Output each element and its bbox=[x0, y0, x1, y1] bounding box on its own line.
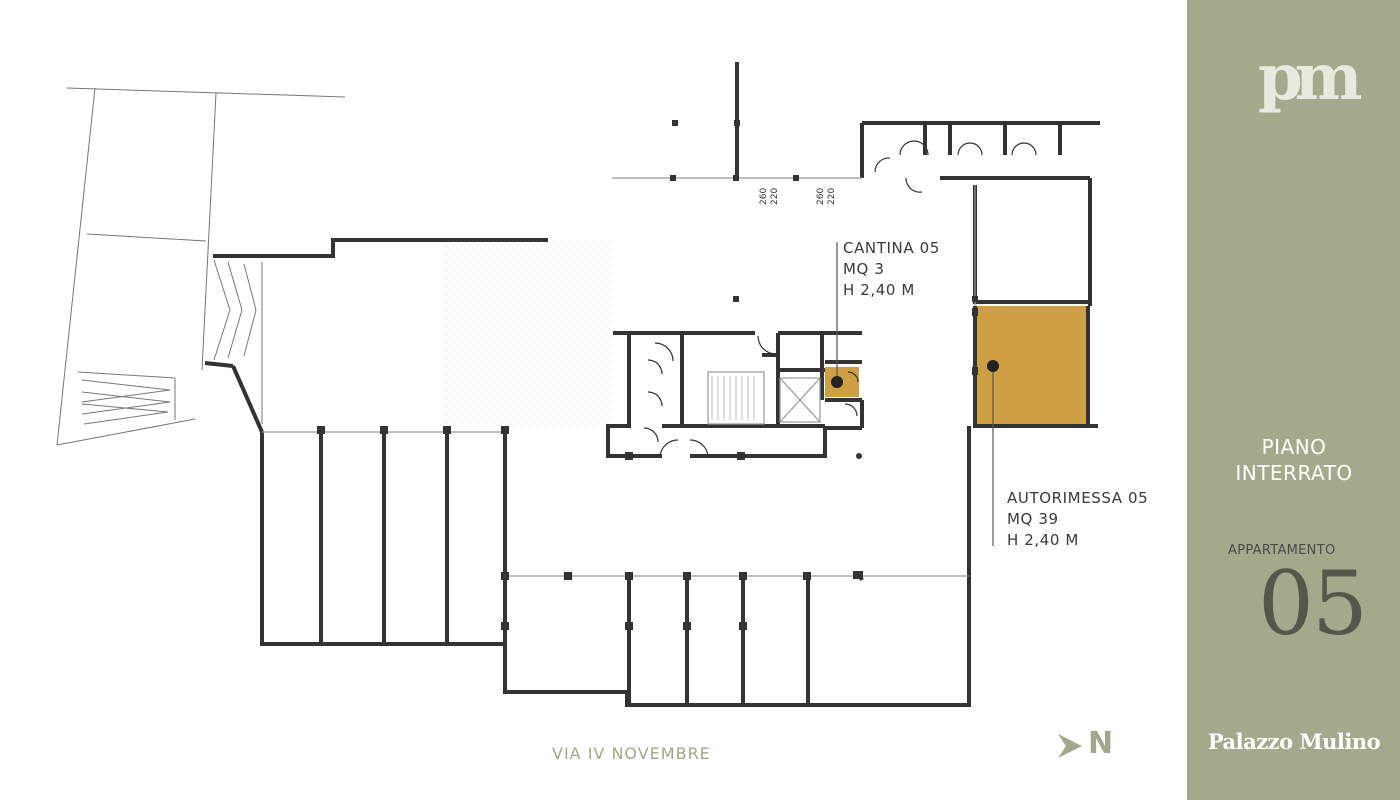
autorimessa-name: AUTORIMESSA 05 bbox=[1007, 489, 1149, 507]
doors bbox=[643, 140, 1037, 457]
dim-label-1-bottom: 220 bbox=[770, 187, 780, 205]
autorimessa-label: AUTORIMESSA 05 MQ 39 H 2,40 M bbox=[1007, 488, 1148, 551]
north-label: N bbox=[1088, 726, 1114, 761]
stairs bbox=[711, 376, 755, 420]
brand-name: Palazzo Mulino bbox=[1207, 729, 1381, 754]
cantina-label: CANTINA 05 MQ 3 H 2,40 M bbox=[843, 238, 940, 301]
walls bbox=[204, 62, 1100, 707]
autorimessa-height: H 2,40 M bbox=[1007, 531, 1079, 549]
pillars bbox=[317, 120, 978, 630]
ramp-area bbox=[445, 240, 610, 426]
dim-label-1-top: 260 bbox=[759, 187, 769, 205]
street-name: VIA IV NOVEMBRE bbox=[552, 744, 711, 763]
floor-level-text: PIANO INTERRATO bbox=[1235, 435, 1353, 485]
info-panel bbox=[1187, 0, 1400, 800]
floor-plan bbox=[56, 62, 1100, 707]
autorimessa-marker bbox=[987, 360, 999, 372]
north-arrow-icon bbox=[1058, 734, 1082, 758]
site-context-lines bbox=[56, 87, 346, 446]
cantina-area: MQ 3 bbox=[843, 260, 885, 278]
cantina-height: H 2,40 M bbox=[843, 281, 915, 299]
floor-level-title: PIANO INTERRATO bbox=[1200, 434, 1388, 486]
apartment-number: 05 bbox=[1258, 552, 1368, 655]
brand-logo: pm bbox=[1258, 40, 1363, 115]
autorimessa-area: MQ 39 bbox=[1007, 510, 1059, 528]
cantina-marker bbox=[831, 376, 843, 388]
cantina-name: CANTINA 05 bbox=[843, 239, 940, 257]
dim-label-2-top: 260 bbox=[816, 187, 826, 205]
apartment-label: APPARTAMENTO bbox=[1228, 543, 1336, 558]
dim-label-2-bottom: 220 bbox=[827, 187, 837, 205]
leaders bbox=[836, 242, 994, 546]
